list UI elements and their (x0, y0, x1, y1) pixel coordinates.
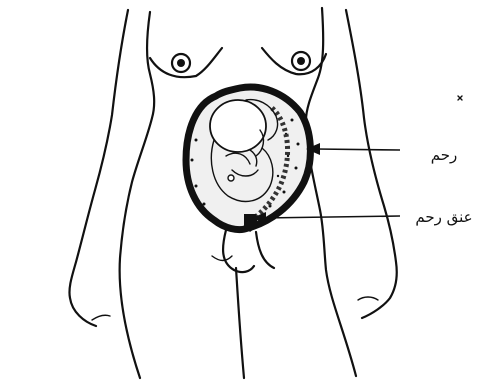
pelvis-contour (212, 230, 274, 378)
small-marks (458, 96, 462, 100)
body-right-contour (306, 8, 397, 376)
uterus-label: رحم (431, 146, 458, 164)
cervix-label: عنق رحم (415, 208, 472, 226)
breasts (150, 48, 326, 77)
uterus-callout-arrow (306, 143, 400, 155)
body-left-contour (69, 10, 154, 378)
